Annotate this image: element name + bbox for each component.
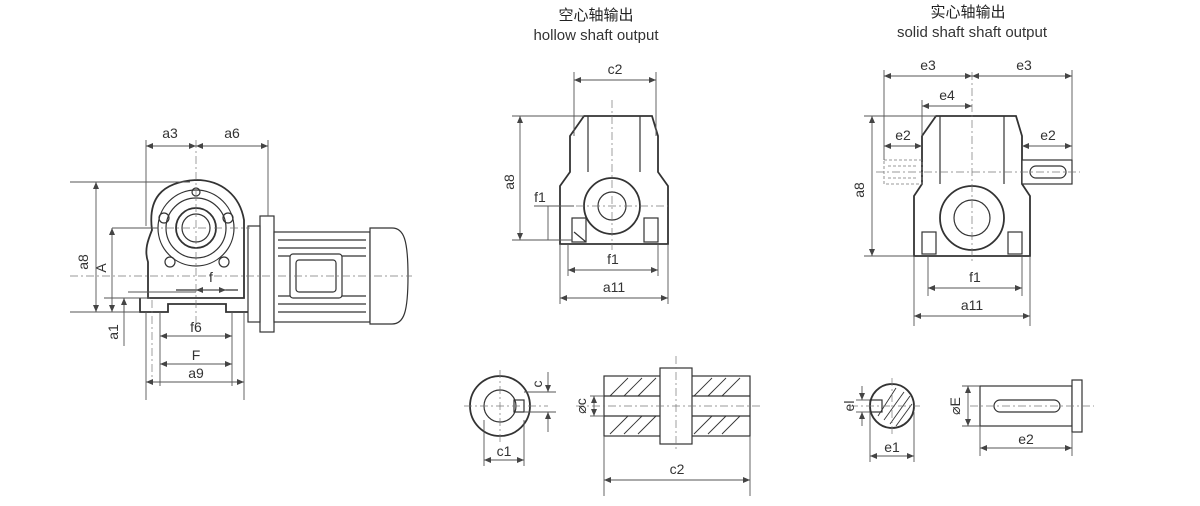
label-f: f [209,269,213,285]
solid-title-cn: 实心轴输出 [930,3,1005,21]
label-A: A [93,263,109,273]
label-a8: a8 [75,254,91,270]
motor-flange [259,215,275,333]
hollow-title-en: hollow shaft output [533,27,659,44]
left-foot-block [571,217,587,243]
label-a9: a9 [188,365,204,381]
shaft-keyway [1029,165,1067,179]
label-e2-left: e2 [895,127,911,143]
label-c1: c1 [497,443,512,459]
label-a3: a3 [162,125,178,141]
bolt-hole [164,256,176,268]
left-foot-block [921,231,937,255]
right-foot-block [643,217,659,243]
hollow-shaft-section: ⌀c c2 [573,356,760,496]
hollow-shaft-title: 空心轴输出 hollow shaft output [533,6,659,44]
mounting-foot [139,298,251,313]
bolt-hole [218,256,230,268]
label-e2-right: e2 [1040,127,1056,143]
label-a8-hollow: a8 [501,174,517,190]
label-el: el [841,401,857,412]
solid-shaft-side-view: ⌀E e2 [947,379,1094,456]
label-dia-E: ⌀E [947,397,963,415]
right-foot-block [1007,231,1023,255]
label-a8-solid: a8 [851,182,867,198]
label-a1: a1 [105,324,121,340]
label-F: F [192,347,201,363]
label-e3-left: e3 [920,57,936,73]
worm-housing [145,179,245,299]
label-e1: e1 [884,439,900,455]
side-view-gearmotor: a3 a6 a8 A f a1 f6 F a9 [70,125,412,400]
solid-title-en: solid shaft shaft output [897,24,1048,41]
hollow-shaft-front-view: c2 a8 f1 f1 a11 [501,61,669,304]
label-a11-solid: a11 [961,297,984,313]
hollow-title-cn: 空心轴输出 [558,6,633,24]
bolt-hole [158,212,170,224]
label-e4: e4 [939,87,955,103]
label-e3-right: e3 [1016,57,1032,73]
label-f1-hollow: f1 [607,251,619,267]
solid-shaft-front-view: e3 e3 e4 e2 e2 a8 f1 a11 [851,57,1080,326]
label-c2-top: c2 [608,61,623,77]
bolt-hole [222,212,234,224]
label-dia-c: ⌀c [573,398,589,413]
solid-shaft-title: 实心轴输出 solid shaft shaft output [897,3,1048,41]
label-c: c [529,381,545,388]
label-c2-bottom: c2 [670,461,685,477]
label-f1-side: f1 [534,189,546,205]
hollow-housing [559,115,669,245]
label-a11-hollow: a11 [603,279,626,295]
label-e2-detail: e2 [1018,431,1034,447]
adapter-neck [247,225,261,323]
label-a6: a6 [224,125,240,141]
solid-end-hatching [877,387,913,427]
label-f6: f6 [190,319,202,335]
foot-bevel [573,231,587,243]
hollow-bore-end-view: c c1 [464,370,556,466]
label-f1-solid: f1 [969,269,981,285]
section-hatching [609,377,741,435]
solid-shaft-end-view: el e1 [841,378,920,462]
